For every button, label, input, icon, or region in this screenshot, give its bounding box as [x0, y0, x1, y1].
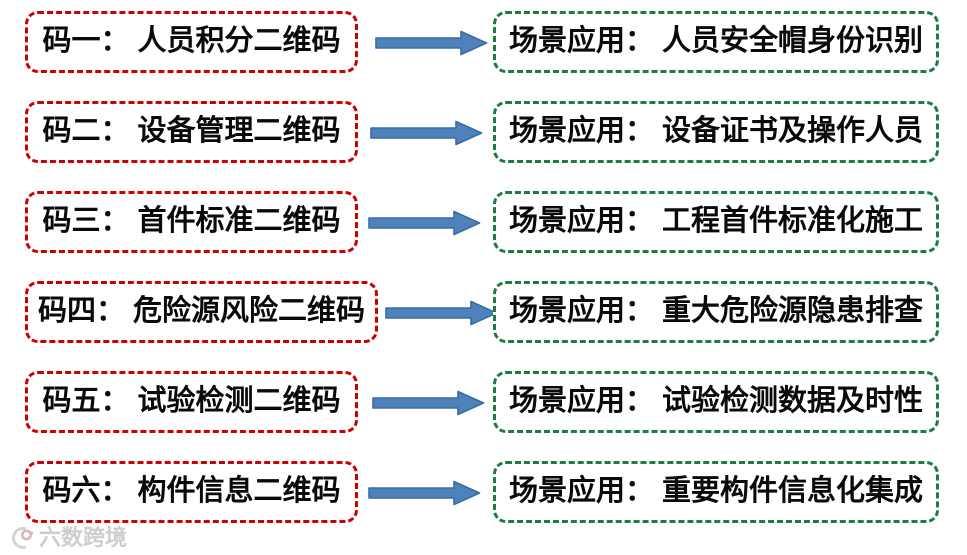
code-box-label: 码五： 试验检测二维码	[42, 384, 341, 417]
scene-box-label: 场景应用： 试验检测数据及时性	[508, 384, 924, 417]
scene-box-label: 场景应用： 工程首件标准化施工	[508, 204, 924, 237]
right-arrow-icon	[375, 30, 488, 56]
code-box[interactable]: 码五： 试验检测二维码	[25, 371, 358, 433]
code-box[interactable]: 码六： 构件信息二维码	[25, 461, 358, 523]
scene-box[interactable]: 场景应用： 人员安全帽身份识别	[493, 11, 939, 73]
scene-box[interactable]: 场景应用： 重要构件信息化集成	[493, 461, 939, 523]
scene-box[interactable]: 场景应用： 重大危险源隐患排查	[493, 281, 939, 343]
diagram-row: 码三： 首件标准二维码 场景应用： 工程首件标准化施工	[0, 180, 967, 270]
diagram-row: 码五： 试验检测二维码 场景应用： 试验检测数据及时性	[0, 360, 967, 450]
code-box-label: 码四： 危险源风险二维码	[37, 294, 366, 327]
right-arrow-icon	[372, 390, 485, 416]
scene-box-label: 场景应用： 设备证书及操作人员	[508, 114, 924, 147]
code-box-label: 码二： 设备管理二维码	[42, 114, 341, 147]
right-arrow-icon	[368, 210, 481, 236]
code-box-label: 码六： 构件信息二维码	[42, 474, 341, 507]
code-box-label: 码一： 人员积分二维码	[42, 24, 341, 57]
diagram-row: 码二： 设备管理二维码 场景应用： 设备证书及操作人员	[0, 90, 967, 180]
code-box[interactable]: 码四： 危险源风险二维码	[25, 281, 378, 343]
code-box-label: 码三： 首件标准二维码	[42, 204, 341, 237]
scene-box-label: 场景应用： 人员安全帽身份识别	[508, 24, 924, 57]
diagram-row: 码一： 人员积分二维码 场景应用： 人员安全帽身份识别	[0, 0, 967, 90]
diagram-row: 码六： 构件信息二维码 场景应用： 重要构件信息化集成	[0, 450, 967, 540]
scene-box[interactable]: 场景应用： 设备证书及操作人员	[493, 101, 939, 163]
scene-box-label: 场景应用： 重大危险源隐患排查	[508, 294, 924, 327]
scene-box-label: 场景应用： 重要构件信息化集成	[508, 474, 924, 507]
code-box[interactable]: 码二： 设备管理二维码	[25, 101, 358, 163]
right-arrow-icon	[385, 300, 498, 326]
code-box[interactable]: 码三： 首件标准二维码	[25, 191, 358, 253]
scene-box[interactable]: 场景应用： 试验检测数据及时性	[493, 371, 939, 433]
right-arrow-icon	[368, 480, 481, 506]
code-box[interactable]: 码一： 人员积分二维码	[25, 11, 358, 73]
diagram-row: 码四： 危险源风险二维码 场景应用： 重大危险源隐患排查	[0, 270, 967, 360]
scene-box[interactable]: 场景应用： 工程首件标准化施工	[493, 191, 939, 253]
right-arrow-icon	[370, 120, 483, 146]
